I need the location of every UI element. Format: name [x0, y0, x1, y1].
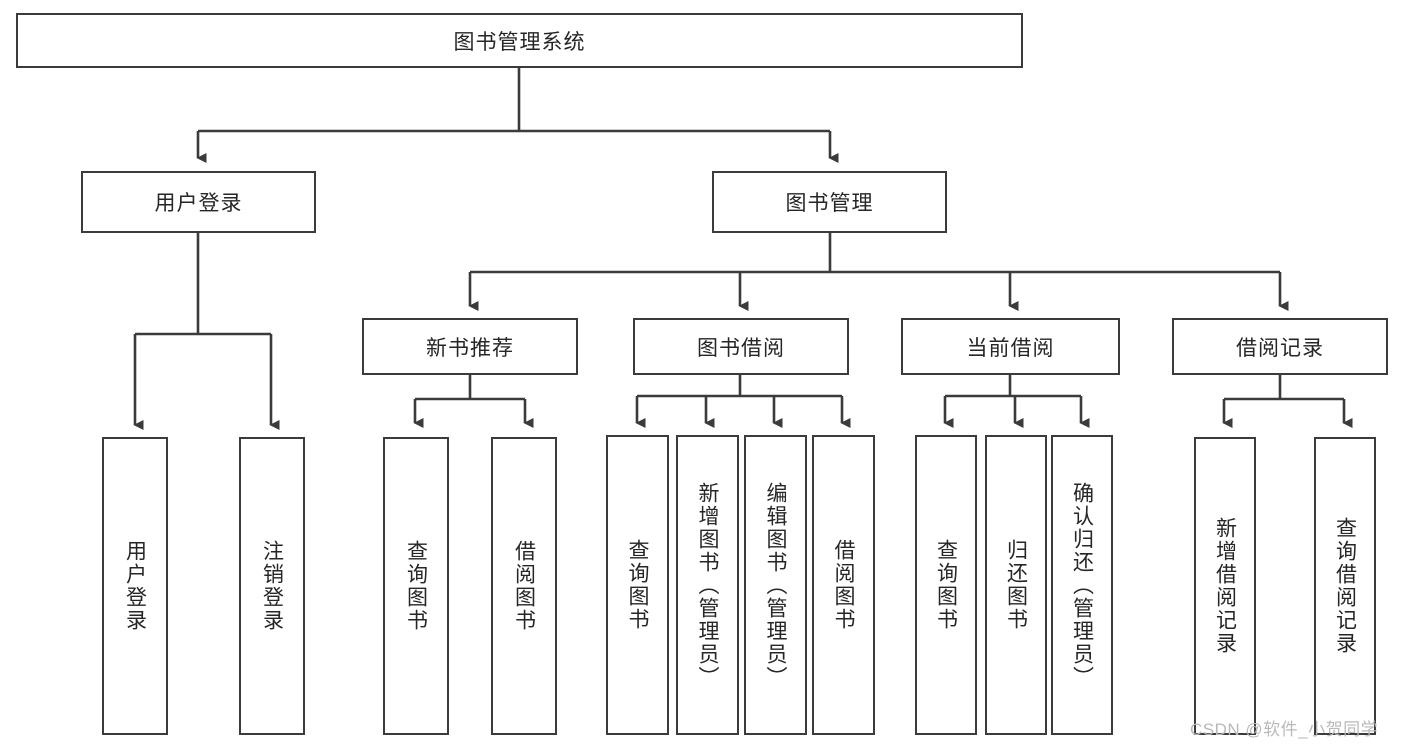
node-label: 查询借阅记录: [1333, 517, 1357, 655]
node-label: 新书推荐: [426, 336, 514, 360]
leaf-borrow-books-recommend[interactable]: 借阅图书: [491, 437, 557, 735]
node-borrowing-record[interactable]: 借阅记录: [1172, 318, 1388, 375]
node-label: 图书借阅: [697, 336, 785, 360]
node-book-management-system[interactable]: 图书管理系统: [16, 13, 1023, 68]
leaf-confirm-return-admin[interactable]: 确认归还（管理员）: [1051, 435, 1113, 735]
node-label: 确认归还（管理员）: [1070, 481, 1094, 689]
leaf-add-book-admin[interactable]: 新增图书（管理员）: [676, 435, 739, 735]
node-current-borrowing[interactable]: 当前借阅: [901, 318, 1120, 375]
leaf-query-borrow-record[interactable]: 查询借阅记录: [1314, 437, 1376, 735]
node-book-borrowing[interactable]: 图书借阅: [633, 318, 849, 375]
node-label: 新增借阅记录: [1213, 517, 1237, 655]
node-label: 查询图书: [626, 539, 649, 631]
node-label: 归还图书: [1004, 539, 1028, 631]
node-new-book-recommendation[interactable]: 新书推荐: [362, 318, 578, 375]
leaf-add-borrow-record[interactable]: 新增借阅记录: [1194, 437, 1256, 735]
node-label: 注销登录: [260, 540, 284, 632]
csdn-watermark: CSDN @软件_小贺同学: [1190, 720, 1379, 739]
leaf-return-books[interactable]: 归还图书: [985, 435, 1047, 735]
node-user-login[interactable]: 用户登录: [81, 171, 316, 233]
node-book-management[interactable]: 图书管理: [712, 171, 947, 233]
leaf-logout[interactable]: 注销登录: [239, 437, 305, 735]
node-label: 用户登录: [123, 540, 147, 632]
node-label: 图书管理系统: [453, 30, 586, 54]
node-label: 借阅记录: [1236, 336, 1324, 360]
leaf-user-login[interactable]: 用户登录: [102, 437, 168, 735]
node-label: 借阅图书: [832, 539, 855, 631]
node-label: 图书管理: [785, 192, 874, 215]
node-label: 新增图书（管理员）: [696, 481, 719, 689]
node-label: 用户登录: [154, 192, 243, 215]
node-label: 编辑图书（管理员）: [764, 481, 787, 689]
leaf-query-books-recommend[interactable]: 查询图书: [383, 437, 449, 735]
node-label: 查询图书: [404, 540, 428, 632]
node-label: 借阅图书: [512, 540, 536, 632]
node-label: 查询图书: [934, 539, 958, 631]
leaf-borrow-books[interactable]: 借阅图书: [812, 435, 875, 735]
node-label: 当前借阅: [966, 336, 1055, 360]
leaf-query-books-borrow[interactable]: 查询图书: [606, 435, 669, 735]
leaf-query-books-current[interactable]: 查询图书: [915, 435, 977, 735]
leaf-edit-book-admin[interactable]: 编辑图书（管理员）: [744, 435, 807, 735]
